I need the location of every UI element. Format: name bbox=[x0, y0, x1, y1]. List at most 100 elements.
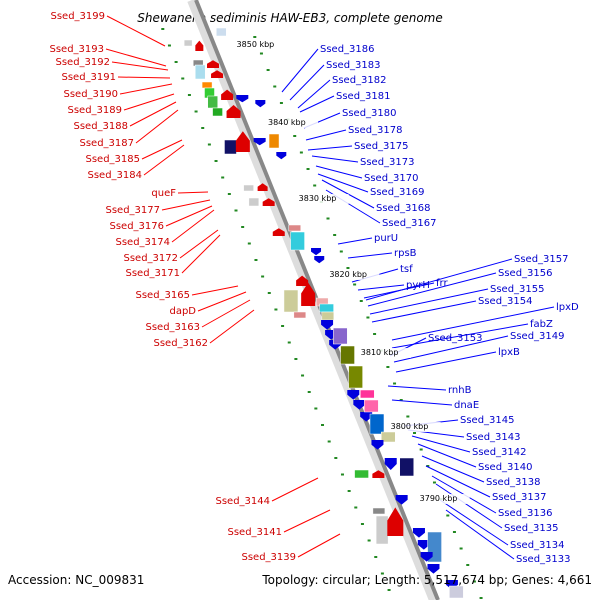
forward-gene[interactable] bbox=[301, 282, 316, 306]
gene-label-right[interactable]: lpxB bbox=[498, 347, 520, 358]
gene-label-right[interactable]: rnhB bbox=[448, 385, 472, 396]
gene-block[interactable] bbox=[333, 327, 348, 345]
gene-label-right[interactable]: Ssed_3133 bbox=[516, 554, 571, 565]
gene-label-left[interactable]: Ssed_3191 bbox=[61, 72, 116, 83]
gene-label-right[interactable]: Ssed_3180 bbox=[342, 108, 397, 119]
gene-label-left[interactable]: Ssed_3199 bbox=[50, 11, 105, 22]
gene-label-right[interactable]: Ssed_3134 bbox=[510, 540, 565, 551]
gene-label-left[interactable]: Ssed_3185 bbox=[85, 154, 140, 165]
gene-label-right[interactable]: Ssed_3145 bbox=[460, 415, 515, 426]
gene-label-left[interactable]: Ssed_3184 bbox=[87, 170, 142, 181]
gene-label-right[interactable]: frr bbox=[436, 278, 448, 289]
gene-label-right[interactable]: Ssed_3140 bbox=[478, 462, 533, 473]
forward-gene[interactable] bbox=[221, 89, 234, 100]
gene-label-right[interactable]: Ssed_3153 bbox=[428, 333, 483, 344]
gene-label-left[interactable]: queF bbox=[151, 188, 176, 199]
gene-block[interactable] bbox=[243, 184, 254, 192]
gene-label-right[interactable]: Ssed_3136 bbox=[498, 508, 553, 519]
gene-label-right[interactable]: Ssed_3157 bbox=[514, 254, 569, 265]
gene-block[interactable] bbox=[319, 303, 334, 313]
gene-label-left[interactable]: Ssed_3174 bbox=[115, 237, 170, 248]
forward-gene[interactable] bbox=[195, 40, 204, 51]
gene-label-right[interactable]: Ssed_3173 bbox=[360, 157, 415, 168]
gene-label-left[interactable]: Ssed_3192 bbox=[55, 57, 110, 68]
gene-block[interactable] bbox=[288, 224, 301, 232]
reverse-gene[interactable] bbox=[395, 495, 408, 505]
forward-gene[interactable] bbox=[272, 228, 285, 236]
gene-label-right[interactable]: purU bbox=[374, 233, 398, 244]
gene-label-left[interactable]: Ssed_3162 bbox=[153, 338, 208, 349]
gene-label-right[interactable]: pyrH bbox=[406, 280, 430, 291]
reverse-gene[interactable] bbox=[347, 390, 360, 400]
gene-label-right[interactable]: Ssed_3135 bbox=[504, 523, 559, 534]
gene-label-left[interactable]: Ssed_3188 bbox=[73, 121, 128, 132]
gene-block[interactable] bbox=[364, 399, 379, 413]
forward-gene[interactable] bbox=[296, 275, 309, 286]
reverse-gene[interactable] bbox=[417, 540, 430, 550]
gene-label-left[interactable]: Ssed_3139 bbox=[241, 552, 296, 563]
gene-label-left[interactable]: Ssed_3172 bbox=[123, 253, 178, 264]
gene-block[interactable] bbox=[290, 231, 305, 251]
gene-label-right[interactable]: Ssed_3186 bbox=[320, 44, 375, 55]
gene-label-left[interactable]: Ssed_3171 bbox=[125, 268, 180, 279]
gene-block[interactable] bbox=[268, 133, 280, 149]
reverse-gene[interactable] bbox=[255, 100, 266, 108]
gene-block[interactable] bbox=[212, 107, 223, 117]
reverse-gene[interactable] bbox=[412, 528, 425, 538]
gene-label-right[interactable]: Ssed_3170 bbox=[364, 173, 419, 184]
gene-label-right[interactable]: Ssed_3156 bbox=[498, 268, 553, 279]
forward-gene[interactable] bbox=[262, 198, 275, 206]
gene-block[interactable] bbox=[369, 413, 385, 435]
gene-label-left[interactable]: Ssed_3189 bbox=[67, 105, 122, 116]
gene-block[interactable] bbox=[207, 95, 218, 109]
reverse-gene[interactable] bbox=[311, 248, 322, 256]
reverse-gene[interactable] bbox=[353, 400, 366, 410]
gene-label-right[interactable]: Ssed_3178 bbox=[348, 125, 403, 136]
gene-block[interactable] bbox=[449, 585, 464, 599]
gene-block[interactable] bbox=[375, 515, 389, 545]
gene-label-right[interactable]: fabZ bbox=[530, 319, 553, 330]
reverse-gene[interactable] bbox=[314, 256, 325, 264]
reverse-gene[interactable] bbox=[321, 320, 334, 330]
forward-gene[interactable] bbox=[257, 183, 268, 191]
reverse-gene[interactable] bbox=[371, 440, 384, 450]
reverse-gene[interactable] bbox=[427, 564, 440, 574]
gene-block[interactable] bbox=[321, 311, 335, 321]
gene-block[interactable] bbox=[201, 81, 213, 89]
gene-label-left[interactable]: Ssed_3163 bbox=[145, 322, 200, 333]
reverse-gene[interactable] bbox=[384, 458, 397, 470]
gene-label-left[interactable]: Ssed_3176 bbox=[109, 221, 164, 232]
gene-label-left[interactable]: Ssed_3190 bbox=[63, 89, 118, 100]
gene-block[interactable] bbox=[348, 365, 363, 389]
gene-label-left[interactable]: Ssed_3177 bbox=[105, 205, 160, 216]
forward-gene[interactable] bbox=[207, 60, 220, 68]
forward-gene[interactable] bbox=[226, 105, 241, 118]
gene-label-right[interactable]: Ssed_3155 bbox=[490, 284, 545, 295]
gene-label-left[interactable]: Ssed_3144 bbox=[215, 496, 270, 507]
reverse-gene[interactable] bbox=[420, 552, 433, 562]
gene-block[interactable] bbox=[340, 345, 355, 365]
gene-label-right[interactable]: Ssed_3182 bbox=[332, 75, 387, 86]
gene-label-right[interactable]: lpxD bbox=[556, 302, 579, 313]
gene-block[interactable] bbox=[216, 27, 227, 37]
gene-block[interactable] bbox=[183, 39, 193, 47]
gene-block[interactable] bbox=[293, 311, 307, 319]
forward-gene[interactable] bbox=[235, 131, 250, 152]
gene-block[interactable] bbox=[372, 507, 386, 515]
gene-label-left[interactable]: dapD bbox=[169, 306, 196, 317]
gene-label-right[interactable]: tsf bbox=[400, 264, 413, 275]
gene-block[interactable] bbox=[283, 289, 299, 313]
reverse-gene[interactable] bbox=[236, 95, 249, 103]
gene-label-left[interactable]: Ssed_3187 bbox=[79, 138, 134, 149]
gene-label-right[interactable]: Ssed_3175 bbox=[354, 141, 409, 152]
gene-label-right[interactable]: Ssed_3137 bbox=[492, 492, 547, 503]
gene-block[interactable] bbox=[194, 64, 206, 80]
gene-label-right[interactable]: Ssed_3167 bbox=[382, 218, 437, 229]
gene-label-right[interactable]: rpsB bbox=[394, 248, 417, 259]
reverse-gene[interactable] bbox=[253, 138, 266, 146]
gene-label-right[interactable]: Ssed_3138 bbox=[486, 477, 541, 488]
forward-gene[interactable] bbox=[372, 470, 385, 478]
gene-block[interactable] bbox=[224, 139, 237, 155]
gene-block[interactable] bbox=[354, 469, 369, 479]
gene-label-right[interactable]: Ssed_3143 bbox=[466, 432, 521, 443]
